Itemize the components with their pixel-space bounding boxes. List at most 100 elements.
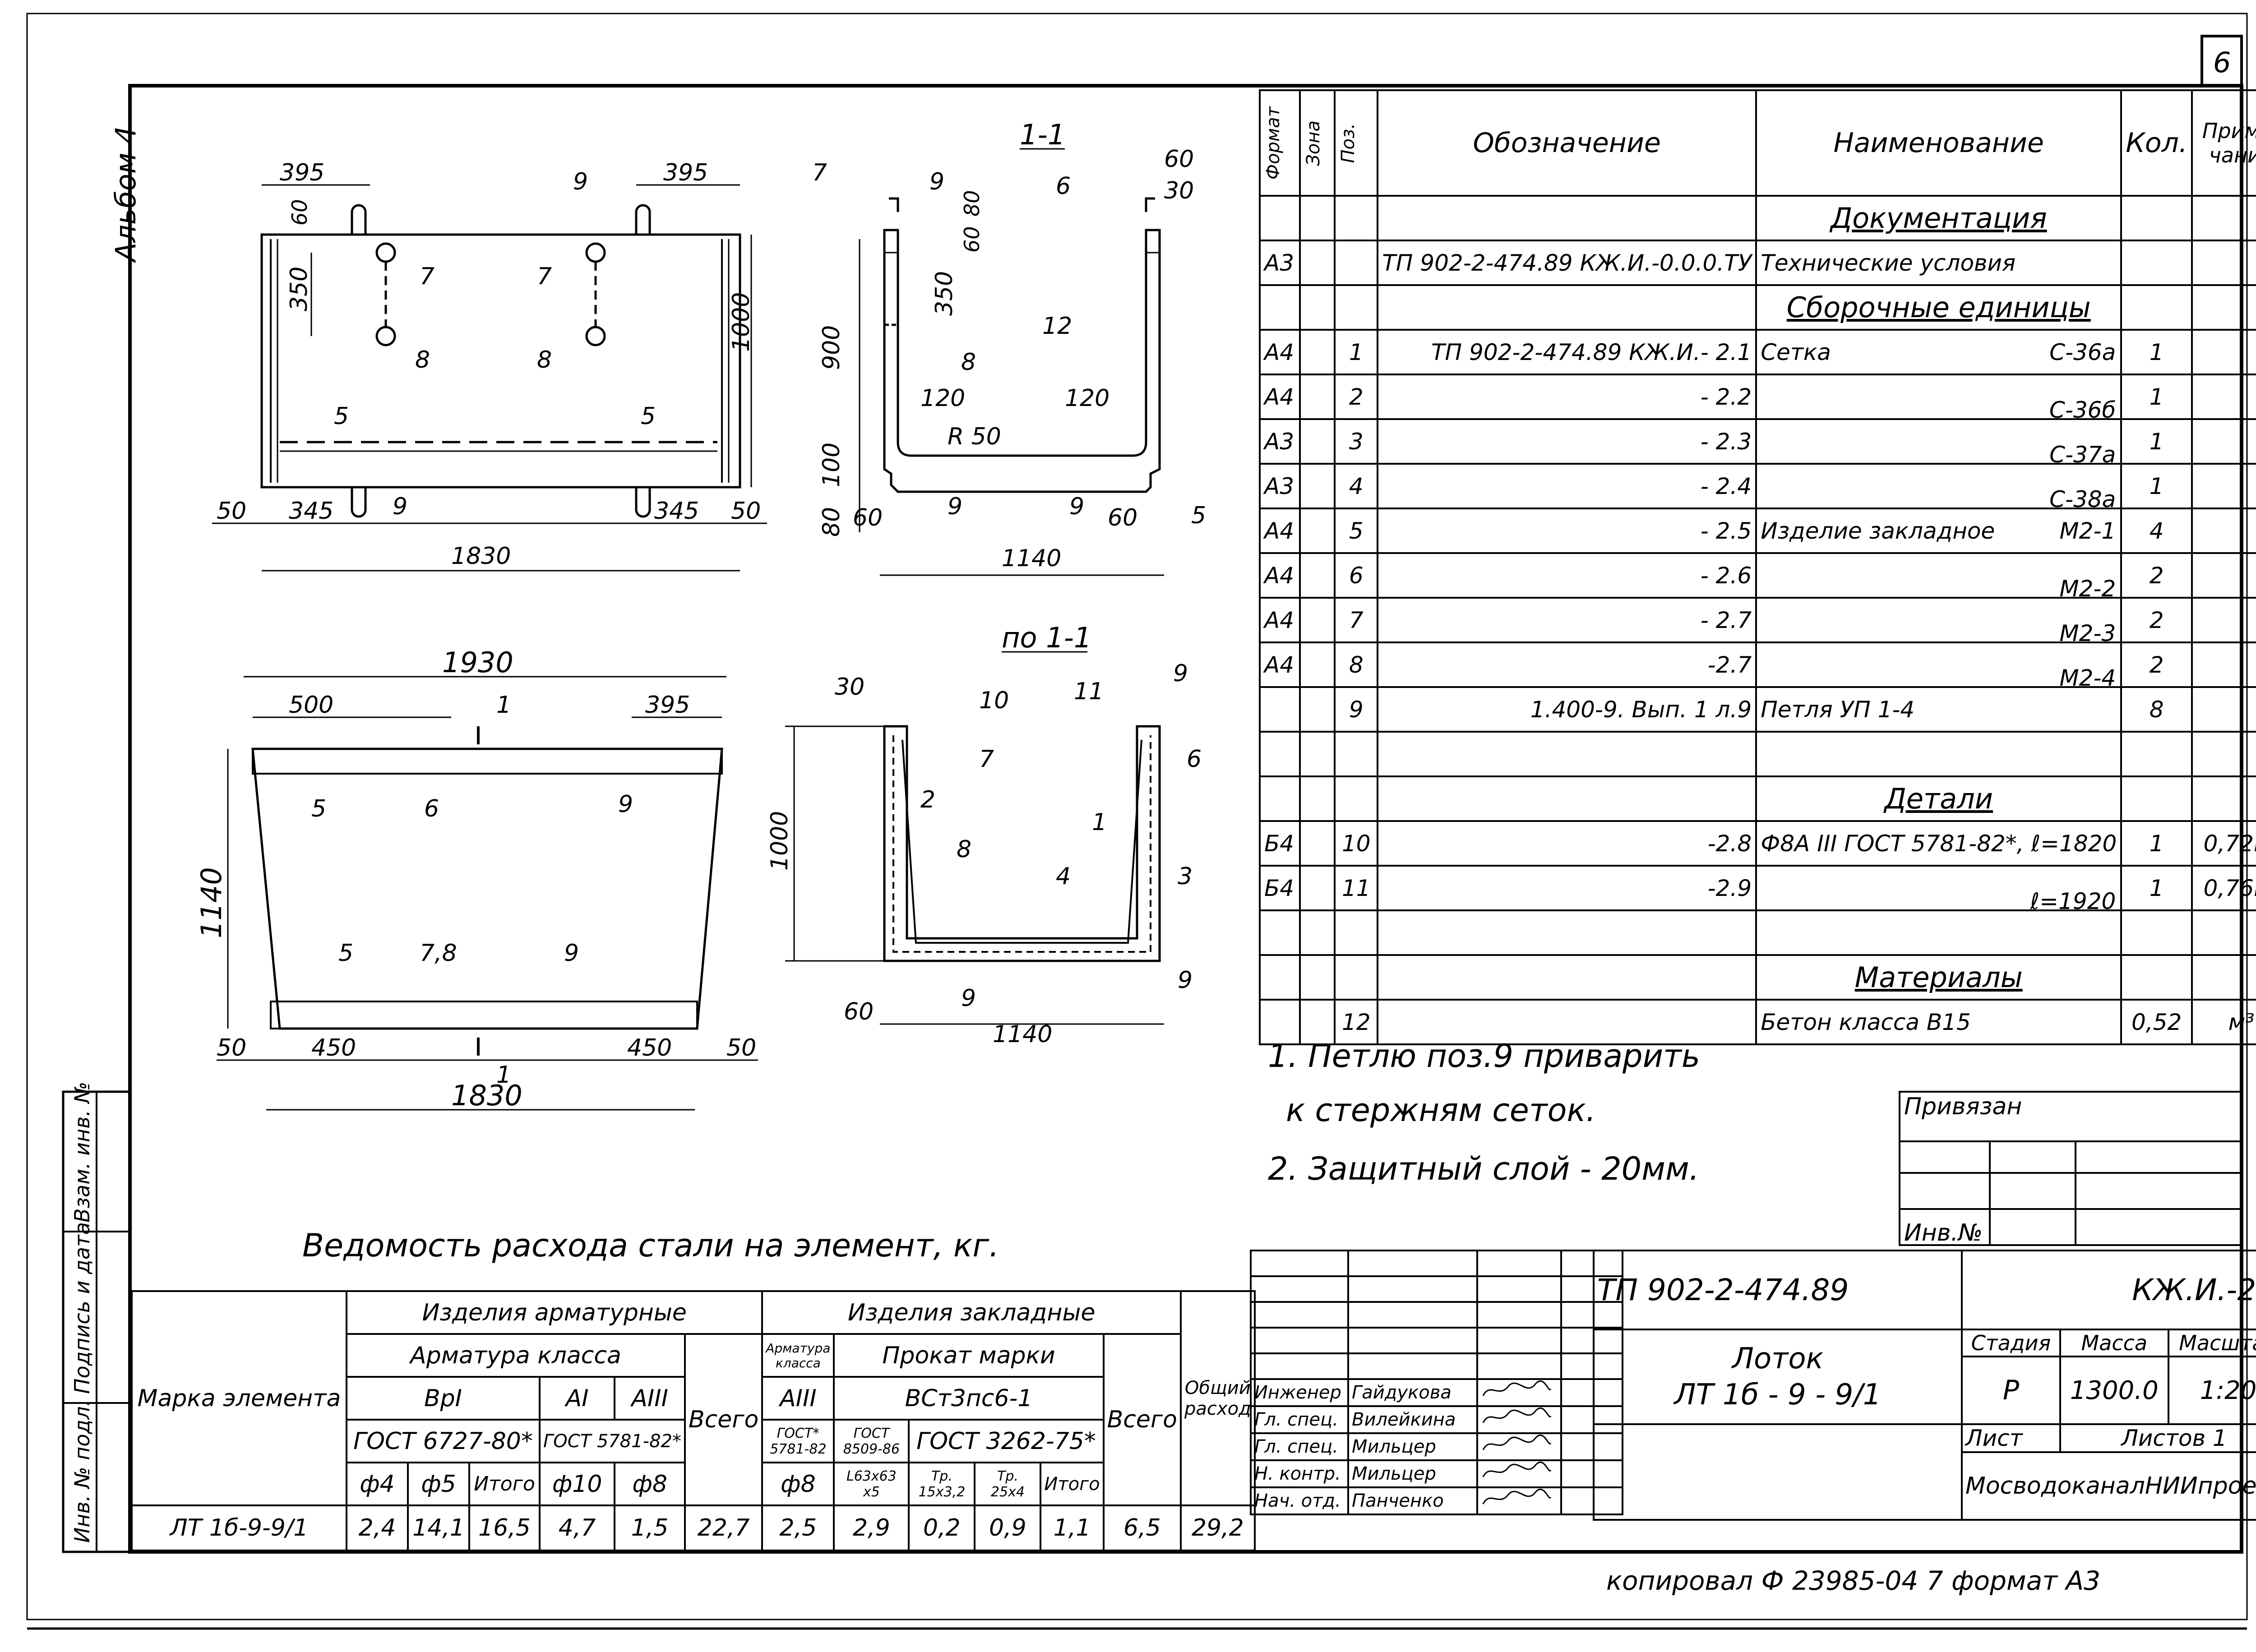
col-tr2: Тр. 25x4 [974,1462,1042,1506]
dim-label: 395 [280,159,324,186]
spec-designation: - 2.6 [1377,552,1757,599]
item-name: Лоток [1732,1342,1824,1375]
spec-section-title: Материалы [1755,954,2122,1001]
callout: 9 [618,791,633,818]
cell: 2,4 [346,1504,409,1551]
spec-designation: - 2.3 [1377,418,1757,465]
person-name: Панченко [1347,1486,1478,1515]
item-mark: ЛТ 1б - 9 - 9/1 [1674,1378,1882,1412]
dim-label: 345 [654,498,699,525]
spec-designation [1377,731,1757,777]
signature [1476,1378,1562,1407]
spec-designation: - 2.4 [1377,463,1757,509]
rebar-total-header: Всего [684,1333,763,1506]
spec-format: А4 [1259,641,1301,688]
class-aiii-emb: АIII [761,1376,835,1421]
spec-section-title: Документация [1755,195,2122,241]
dim-label: 395 [663,159,708,186]
stamp-vzam: Взам. инв. № [70,1082,94,1223]
header-designation: Обозначение [1377,89,1757,197]
dim-label: 60 [853,504,883,531]
cell: 1,5 [614,1504,686,1551]
spec-designation: 1.400-9. Вып. 1 л.9 [1377,686,1757,733]
dim-label: 1830 [451,1079,522,1112]
callout: 6 [424,795,439,822]
section-title: 1-1 [1020,118,1065,151]
dim-label: 120 [1065,385,1110,412]
gost-c: ГОСТ 3262-75* [908,1419,1105,1463]
spec-format: А4 [1259,329,1301,375]
stage-label: Стадия [1961,1329,2061,1357]
spec-note [2191,329,2256,375]
dim-label: 50 [731,498,761,525]
spec-designation: - 2.7 [1377,597,1757,643]
dim-label: 30 [1164,177,1194,204]
spec-name: Ф8А III ГОСТ 5781-82*, ℓ=1820 [1761,830,2117,857]
table-row [1259,909,2256,956]
spec-format: А3 [1259,418,1301,465]
embedded-total-header: Всего [1102,1333,1182,1506]
spec-pos: 11 [1334,865,1379,911]
section-po-1-1-view [785,651,1164,1025]
header-name: Наименование [1755,89,2122,197]
stage-value: Р [1961,1356,2061,1425]
callout: 9 [573,168,588,195]
person-name: Гайдукова [1347,1378,1478,1407]
spec-name-mark: М2-1 [2059,517,2116,544]
spec-name-mark: М2-4 [2059,664,2116,691]
callout: 7,8 [420,940,457,967]
dim-label: R 50 [948,423,1001,450]
dim-label: 1000 [766,811,793,871]
cell: 0,2 [908,1504,976,1551]
dim-label: 50 [726,1034,756,1061]
dim-label: 900 [818,325,845,370]
header-format: Формат [1263,106,1284,180]
dim-label: 100 [818,443,845,487]
dim-label: 1140 [993,1021,1052,1048]
dim-label: 1140 [1002,545,1061,572]
spec-format: А4 [1259,597,1301,643]
spec-designation: ТП 902-2-474.89 КЖ.И.- 2.1 [1377,329,1757,375]
spec-name: Петля УП 1-4 [1761,696,1915,723]
spec-format: А4 [1259,374,1301,420]
spec-note [2191,641,2256,688]
spec-qty: 1 [2120,820,2193,867]
spec-name-mark: С-36б [2049,397,2116,423]
callout: 11 [1074,678,1104,705]
spec-qty: 4 [2120,508,2193,554]
dim-label: 120 [920,385,965,412]
person-name: Мильцер [1347,1459,1478,1488]
arm-class-header: Арматура класса [761,1333,835,1378]
role: Нач. отд. [1250,1486,1349,1515]
sheet-code: КЖ.И.-2.0 [1960,1250,2256,1330]
table-row: Детали [1259,775,2256,822]
callout: 8 [537,346,552,374]
spec-format: А4 [1259,552,1301,599]
callout: 10 [979,687,1009,714]
callout: 9 [948,493,962,520]
spec-format [1259,999,1301,1045]
callout: 9 [929,168,944,195]
callout: 4 [1056,863,1071,890]
person-name: Вилейкина [1347,1405,1478,1434]
col-itogo1: Итого [468,1462,541,1506]
sheet-number-box [2201,35,2243,87]
signature [1476,1405,1562,1434]
spec-name: Бетон класса В15 [1761,1009,1971,1035]
spec-format: Б4 [1259,820,1301,867]
spec-designation: -2.7 [1377,641,1757,688]
dim-label: 500 [289,692,333,719]
dim-label: 1000 [728,292,755,352]
gost-b: ГОСТ 8509-86 [833,1419,910,1463]
spec-section-title: Детали [1755,775,2122,822]
cell: 2,5 [761,1504,835,1551]
prokat-header: Прокат марки [833,1333,1105,1378]
role: Гл. спец. [1250,1432,1349,1461]
